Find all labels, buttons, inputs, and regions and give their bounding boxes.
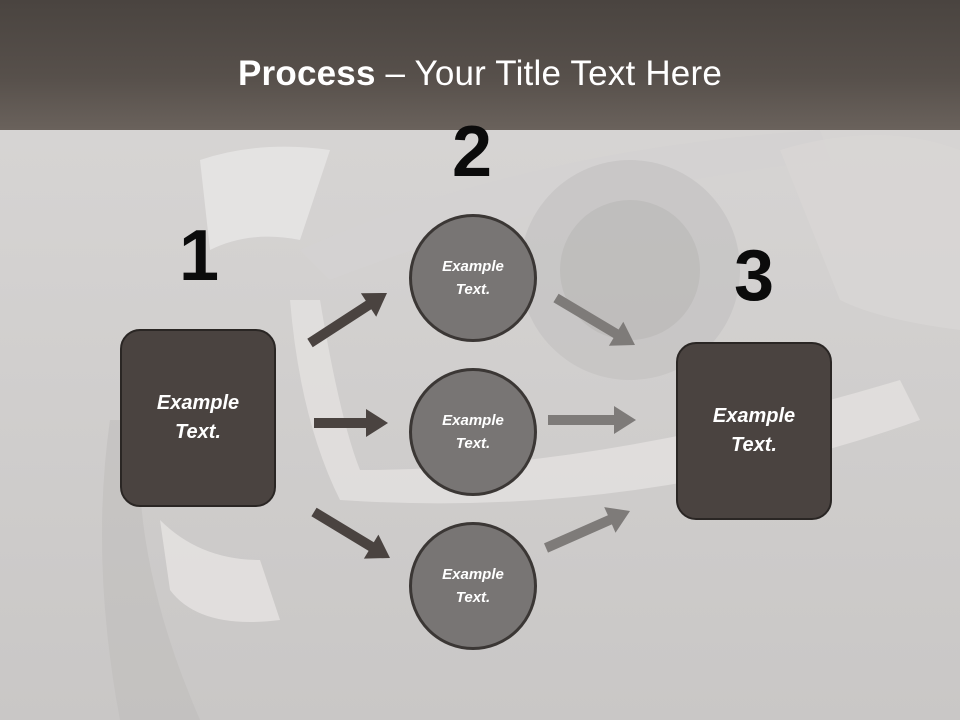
right-box-text: Example Text. [712,405,796,456]
arrow-top-to-right [553,293,635,346]
circle-bottom: Example Text. [409,522,537,650]
left-box: Example Text. [120,329,276,507]
circle-middle-text: Example Text. [442,412,504,452]
step-number-1: 1 [178,216,220,296]
arrow-left-to-middle [314,409,388,437]
step-number-2: 2 [451,112,493,192]
arrow-middle-to-right [548,406,636,434]
slide-title: Process – Your Title Text Here [0,52,960,96]
circle-bottom-text: Example Text. [442,566,504,606]
circle-top-text: Example Text. [442,258,504,298]
arrow-bottom-to-right [544,507,630,553]
step-number-3: 3 [733,236,775,316]
circle-top: Example Text. [409,214,537,342]
left-box-text: Example Text. [156,392,240,443]
title-rest: – Your Title Text Here [375,54,722,93]
arrow-left-to-bottom [311,507,390,559]
arrow-left-to-top [307,293,387,348]
title-band [0,0,960,130]
right-box: Example Text. [676,342,832,520]
title-bold: Process [238,54,376,93]
circle-middle: Example Text. [409,368,537,496]
